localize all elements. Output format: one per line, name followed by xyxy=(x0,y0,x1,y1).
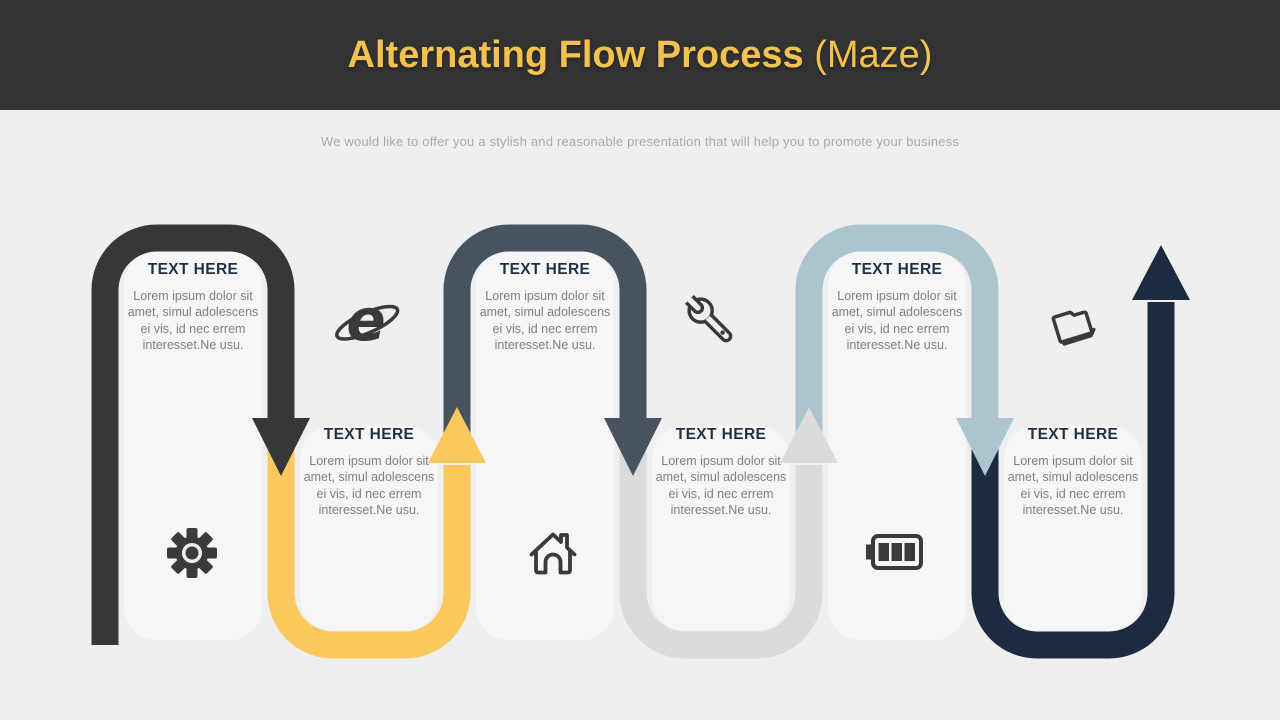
step-2-text: TEXT HERE Lorem ipsum dolor sit amet, si… xyxy=(303,426,435,518)
svg-text:e: e xyxy=(346,286,385,354)
panel-step-4 xyxy=(652,426,790,630)
page-title-main: Alternating Flow Process xyxy=(347,33,815,76)
step-6-body: Lorem ipsum dolor sit amet, simul adoles… xyxy=(1007,454,1139,517)
flow-arrowhead-6-up xyxy=(1132,245,1190,300)
step-5-body: Lorem ipsum dolor sit amet, simul adoles… xyxy=(831,289,963,352)
step-3-body: Lorem ipsum dolor sit amet, simul adoles… xyxy=(479,289,611,352)
wrench-icon xyxy=(684,294,733,343)
panel-step-1 xyxy=(124,252,262,640)
flow-arrowhead-4-up xyxy=(780,407,838,463)
panel-step-2 xyxy=(300,426,438,630)
flow-arrowhead-5-down xyxy=(956,418,1014,476)
flow-arrowhead-3-down xyxy=(604,418,662,476)
step-4-body: Lorem ipsum dolor sit amet, simul adoles… xyxy=(655,454,787,517)
flow-segment-6 xyxy=(971,302,1175,659)
step-5-text: TEXT HERE Lorem ipsum dolor sit amet, si… xyxy=(831,261,963,353)
step-panels xyxy=(124,252,1142,640)
home-icon xyxy=(529,532,577,575)
flow-segment-5 xyxy=(795,224,999,460)
panel-step-3 xyxy=(476,252,614,640)
step-6-title: TEXT HERE xyxy=(1027,426,1119,443)
flow-arrowhead-1-down xyxy=(252,418,310,476)
step-3-text: TEXT HERE Lorem ipsum dolor sit amet, si… xyxy=(479,261,611,353)
internet-explorer-icon: e xyxy=(335,286,400,354)
flow-arrowhead-2-up xyxy=(428,407,486,463)
subtitle: We would like to offer you a stylish and… xyxy=(320,134,960,149)
step-2-body: Lorem ipsum dolor sit amet, simul adoles… xyxy=(303,454,435,517)
gear-icon xyxy=(167,528,217,578)
step-2-title: TEXT HERE xyxy=(323,426,415,443)
step-5-title: TEXT HERE xyxy=(851,261,943,278)
flow-segment-1 xyxy=(91,224,295,645)
step-6-text: TEXT HERE Lorem ipsum dolor sit amet, si… xyxy=(1007,426,1139,518)
folder-icon xyxy=(1051,310,1096,346)
page-title: Alternating Flow Process (Maze) xyxy=(348,34,933,77)
panel-step-5 xyxy=(828,252,966,640)
panel-step-6 xyxy=(1004,426,1142,630)
step-1-text: TEXT HERE Lorem ipsum dolor sit amet, si… xyxy=(127,261,259,353)
flow-segment-3 xyxy=(443,224,647,460)
step-4-title: TEXT HERE xyxy=(675,426,767,443)
flow-segment-4 xyxy=(619,440,823,659)
battery-icon xyxy=(866,534,923,570)
step-icons: e xyxy=(167,286,1096,578)
header-bar: Alternating Flow Process (Maze) xyxy=(0,0,1280,110)
maze-path xyxy=(91,224,1190,659)
flow-segment-2 xyxy=(267,440,471,659)
page-title-suffix: (Maze) xyxy=(814,33,933,76)
step-3-title: TEXT HERE xyxy=(499,261,591,278)
step-1-title: TEXT HERE xyxy=(147,261,239,278)
step-1-body: Lorem ipsum dolor sit amet, simul adoles… xyxy=(127,289,259,352)
step-4-text: TEXT HERE Lorem ipsum dolor sit amet, si… xyxy=(655,426,787,518)
